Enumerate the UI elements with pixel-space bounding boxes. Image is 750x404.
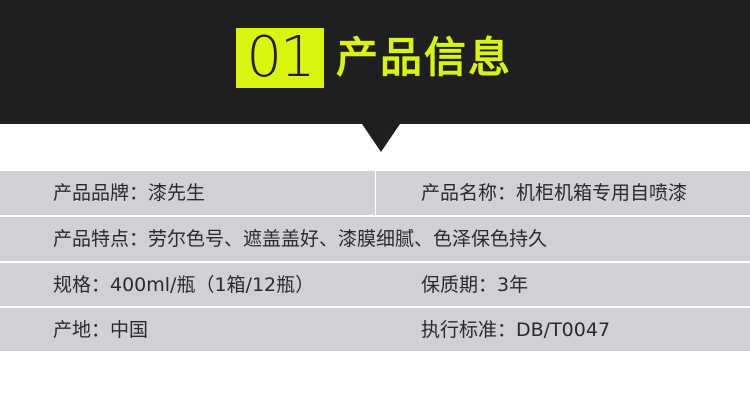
spec-features: 产品特点：劳尔色号、遮盖盖好、漆膜细腻、色泽保色持久 bbox=[53, 228, 548, 250]
spec-brand: 产品品牌：漆先生 bbox=[53, 182, 206, 204]
spec-row-origin-standard: 产地：中国 执行标准：DB/T0047 bbox=[0, 308, 750, 351]
row-divider bbox=[0, 261, 750, 263]
column-divider bbox=[375, 171, 376, 217]
row-divider bbox=[0, 215, 750, 217]
section-header: 01 产品信息 bbox=[0, 0, 750, 124]
spec-table: 产品品牌：漆先生 产品名称：机柜机箱专用自喷漆 产品特点：劳尔色号、遮盖盖好、漆… bbox=[0, 171, 750, 351]
section-number: 01 bbox=[236, 28, 324, 88]
row-divider bbox=[0, 306, 750, 308]
spec-product-name: 产品名称：机柜机箱专用自喷漆 bbox=[421, 182, 688, 204]
spec-standard: 执行标准：DB/T0047 bbox=[421, 319, 611, 341]
header-pointer-triangle bbox=[362, 124, 400, 152]
section-title: 产品信息 bbox=[336, 33, 513, 82]
spec-row-features: 产品特点：劳尔色号、遮盖盖好、漆膜细腻、色泽保色持久 bbox=[0, 217, 750, 261]
spec-shelf-life: 保质期：3年 bbox=[421, 274, 529, 296]
spec-row-size-shelf: 规格：400ml/瓶（1箱/12瓶） 保质期：3年 bbox=[0, 263, 750, 307]
spec-origin: 产地：中国 bbox=[53, 319, 149, 341]
spec-size: 规格：400ml/瓶（1箱/12瓶） bbox=[53, 274, 315, 296]
